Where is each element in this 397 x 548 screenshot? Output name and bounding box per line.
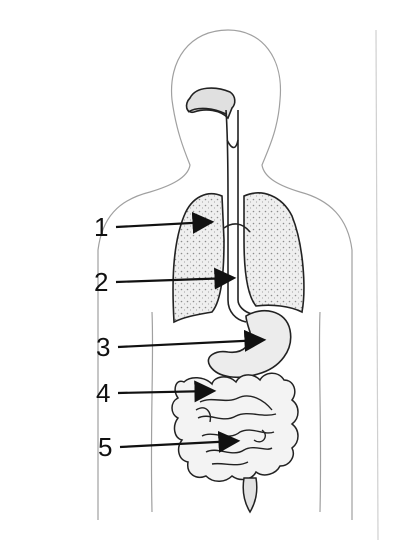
page-edge-line: [376, 30, 378, 540]
mouth-nasal-cavity: [187, 88, 235, 118]
label-5: 5: [98, 434, 112, 460]
right-arm-line: [319, 312, 320, 512]
rectum: [243, 478, 257, 512]
stomach-body: [208, 311, 290, 378]
arrow-3: [118, 340, 262, 347]
left-lung: [173, 194, 224, 322]
stomach: [208, 311, 290, 378]
label-2: 2: [94, 269, 108, 295]
left-arm-line: [151, 312, 152, 512]
right-lung: [244, 193, 304, 312]
esophagus-left-wall: [226, 110, 246, 322]
nasal-cavity: [187, 88, 235, 118]
label-1: 1: [94, 214, 108, 240]
label-4: 4: [96, 380, 110, 406]
label-3: 3: [96, 334, 110, 360]
pharynx-mark: [227, 140, 238, 148]
